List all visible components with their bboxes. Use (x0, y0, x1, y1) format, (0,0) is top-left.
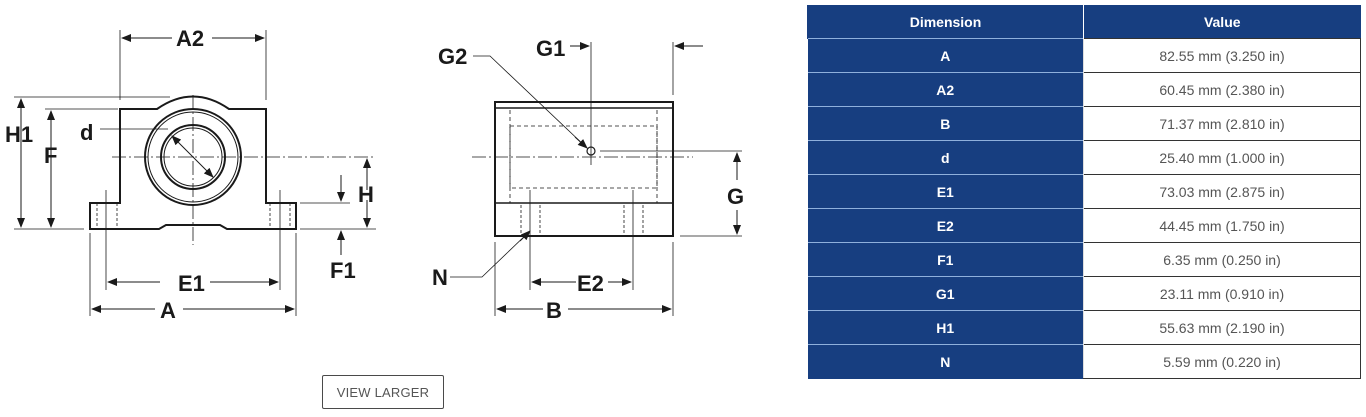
label-a2: A2 (176, 26, 204, 51)
value-cell: 60.45 mm (2.380 in) (1083, 72, 1361, 107)
dimension-cell: N (807, 344, 1084, 379)
dimension-cell: B (807, 106, 1084, 141)
label-f: F (44, 143, 57, 168)
label-g: G (727, 184, 744, 209)
label-b: B (546, 298, 562, 323)
dimension-cell: E1 (807, 174, 1084, 209)
column-header-value: Value (1083, 5, 1361, 39)
column-header-dimension: Dimension (807, 5, 1084, 39)
value-cell: 71.37 mm (2.810 in) (1083, 106, 1361, 141)
table-header-row: Dimension Value (807, 5, 1361, 39)
dimension-cell: G1 (807, 276, 1084, 311)
value-cell: 44.45 mm (1.750 in) (1083, 208, 1361, 243)
label-e1: E1 (178, 271, 205, 296)
dimension-cell: E2 (807, 208, 1084, 243)
dimension-cell: A (807, 38, 1084, 73)
value-cell: 5.59 mm (0.220 in) (1083, 344, 1361, 379)
label-f1: F1 (330, 258, 356, 283)
label-a: A (160, 298, 176, 323)
bearing-diagram: A2 H1 F d H F1 E1 A (5, 26, 744, 323)
value-cell: 25.40 mm (1.000 in) (1083, 140, 1361, 175)
value-cell: 73.03 mm (2.875 in) (1083, 174, 1361, 209)
label-g1: G1 (536, 36, 565, 61)
value-cell: 23.11 mm (0.910 in) (1083, 276, 1361, 311)
view-larger-button[interactable]: VIEW LARGER (322, 375, 444, 409)
label-h: H (358, 182, 374, 207)
dimension-drawing: A2 H1 F d H F1 E1 A (5, 26, 744, 323)
dimension-cell: H1 (807, 310, 1084, 345)
value-cell: 55.63 mm (2.190 in) (1083, 310, 1361, 345)
label-e2: E2 (577, 271, 604, 296)
side-view (450, 42, 742, 316)
front-view-labels: A2 H1 F d H F1 E1 A (5, 26, 374, 323)
value-cell: 82.55 mm (3.250 in) (1083, 38, 1361, 73)
front-view (14, 30, 376, 316)
dimension-cell: F1 (807, 242, 1084, 277)
value-cell: 6.35 mm (0.250 in) (1083, 242, 1361, 277)
side-view-labels: G2 G1 G N E2 B (432, 36, 744, 323)
label-d: d (80, 120, 93, 145)
dimension-cell: d (807, 140, 1084, 175)
label-n: N (432, 265, 448, 290)
label-h1: H1 (5, 122, 33, 147)
dimension-cell: A2 (807, 72, 1084, 107)
label-g2: G2 (438, 44, 467, 69)
